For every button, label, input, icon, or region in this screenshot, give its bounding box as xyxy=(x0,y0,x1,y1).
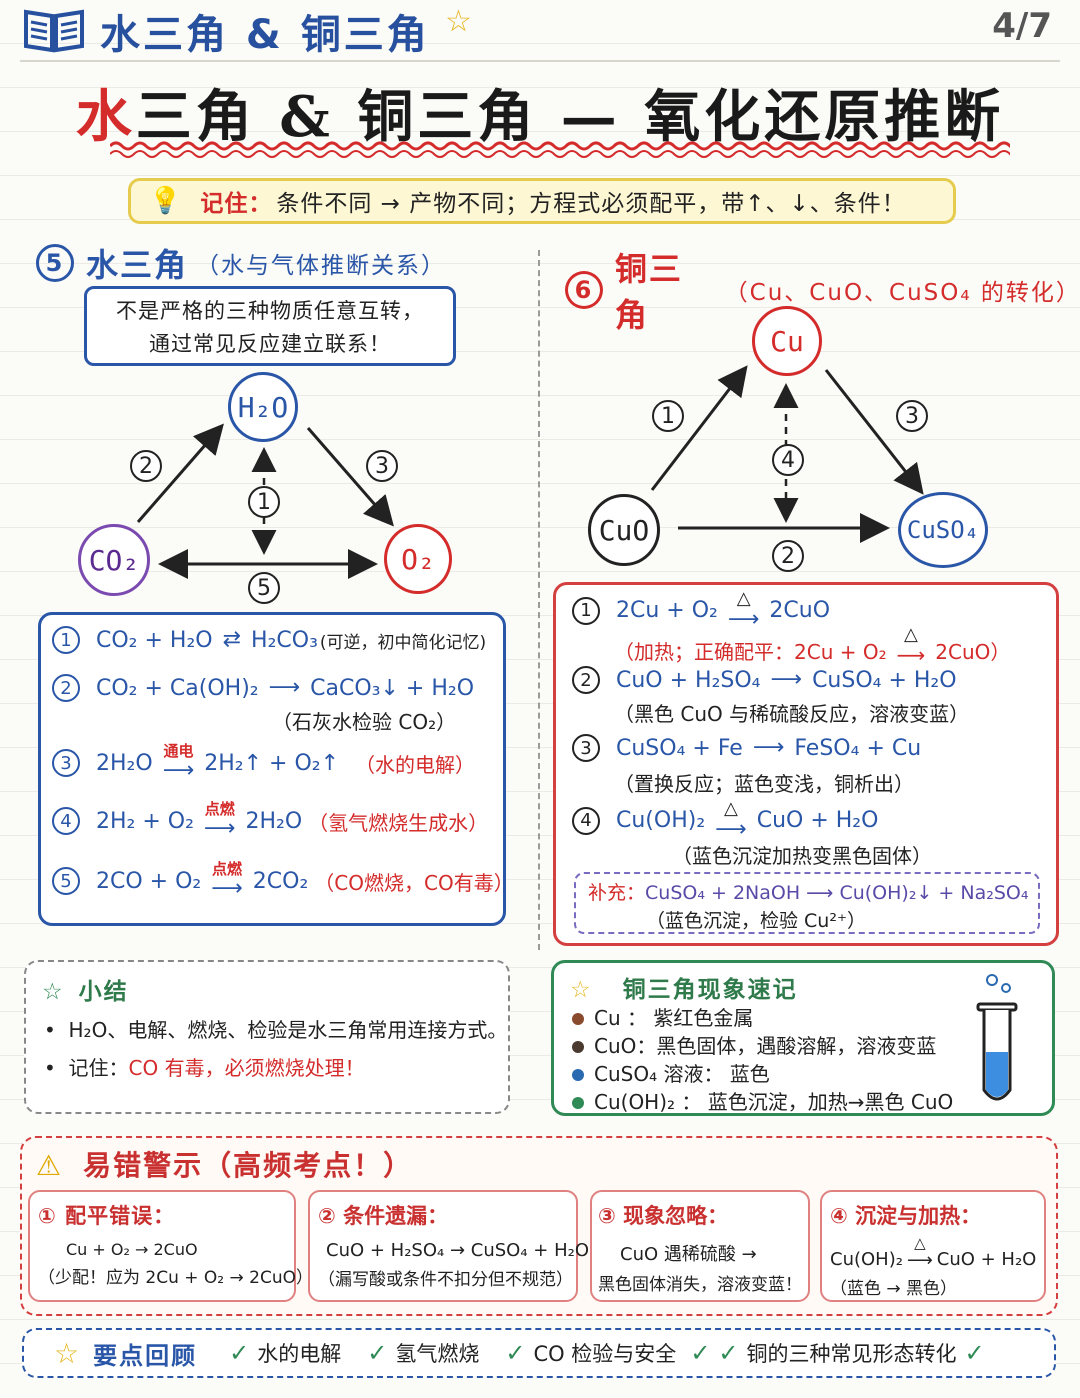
error-heading: ⚠易错警示（高频考点！） xyxy=(36,1149,414,1182)
tip-text: 条件不同 → 产物不同；方程式必须配平，带↑、↓、条件！ xyxy=(276,191,906,217)
header-title: 水三角 & 铜三角 xyxy=(100,12,430,58)
error-card-4 xyxy=(820,1190,1046,1302)
water-triangle-arrows xyxy=(136,423,394,579)
water-note: 不是严格的三种物质任意互转， 通过常见反应建立联系！ xyxy=(84,286,456,366)
copper-equations-box xyxy=(553,582,1059,946)
phenomena-panel xyxy=(551,960,1055,1116)
check-icon: ✓ xyxy=(505,1339,526,1367)
book-icon xyxy=(24,9,84,53)
water-label-3: 3 xyxy=(366,450,398,482)
cu-node: Cu xyxy=(752,306,822,376)
page-title: 水三角 & 铜三角 — 氧化还原推断 xyxy=(75,84,1005,150)
phenomena-item: Cu ： 紫红色金属 xyxy=(572,1002,953,1030)
copper-eq-2-note: （黑色 CuO 与稀硫酸反应，溶液变蓝） xyxy=(614,702,970,726)
check-icon: ✓ xyxy=(229,1339,250,1367)
check-icon: ✓ xyxy=(690,1339,711,1367)
copper-triangle-arrows xyxy=(650,365,924,543)
error-card-3 xyxy=(590,1190,810,1302)
water-label-5: 5 xyxy=(248,572,280,604)
water-eq-2-note: （石灰水检验 CO₂） xyxy=(272,710,457,734)
phenomena-item: CuO：黑色固体，遇酸溶解，溶液变蓝 xyxy=(572,1030,953,1058)
phenomena-item: Cu(OH)₂ ： 蓝色沉淀，加热→黑色 CuO xyxy=(572,1086,953,1114)
star-icon: ☆ xyxy=(570,977,593,1003)
summary-item-1: • H₂O、电解、燃烧、检验是水三角常用连接方式。 xyxy=(44,1018,508,1042)
phenomena-item: CuSO₄ 溶液： 蓝色 xyxy=(572,1058,953,1086)
star-icon: ☆ xyxy=(42,979,65,1005)
supplement-equation: 补充：CuSO₄ + 2NaOH ⟶ Cu(OH)₂↓ + Na₂SO₄ xyxy=(588,882,1029,904)
check-icon: ✓ xyxy=(964,1339,985,1367)
error-card-3-content: ③ 现象忽略： CuO 遇稀硫酸 → 黑色固体消失，溶液变蓝！ xyxy=(598,1204,802,1295)
water-equations-box xyxy=(38,612,506,926)
tip-keyword: 记住： xyxy=(200,191,273,217)
copper-eq-4-note: （蓝色沉淀加热变黑色固体） xyxy=(672,844,932,868)
lightbulb-icon: 💡 xyxy=(149,186,183,216)
check-icon: ✓ xyxy=(718,1339,739,1367)
copper-label-3: 3 xyxy=(896,400,928,432)
cuso4-node: CuSO₄ xyxy=(898,492,988,568)
summary-item-2: • 记住：CO 有毒，必须燃烧处理！ xyxy=(44,1056,365,1080)
warning-icon: ⚠ xyxy=(36,1149,64,1182)
copper-label-2: 2 xyxy=(772,540,804,572)
summary-heading: ☆小结 xyxy=(42,979,129,1005)
supplement-box xyxy=(574,872,1040,934)
o2-node: O₂ xyxy=(384,524,452,594)
error-card-2 xyxy=(308,1190,578,1302)
copper-eq-1-note: （加热；正确配平：2Cu + O₂△⟶2CuO） xyxy=(614,624,1011,667)
tip-banner: 💡 记住： 条件不同 → 产物不同；方程式必须配平，带↑、↓、条件！ xyxy=(128,178,956,224)
phenomena-heading: ☆铜三角现象速记 xyxy=(570,977,798,1003)
star-icon: ☆ xyxy=(445,4,472,39)
column-divider xyxy=(538,250,540,950)
error-card-2-content: ② 条件遗漏： CuO + H₂SO₄ → CuSO₄ + H₂O （漏写酸或条… xyxy=(318,1204,589,1290)
co2-node: CO₂ xyxy=(78,524,150,596)
copper-label-4: 4 xyxy=(772,444,804,476)
water-label-2: 2 xyxy=(130,450,162,482)
h2o-node: H₂O xyxy=(228,372,298,442)
star-icon: ☆ xyxy=(54,1336,80,1370)
water-label-1: 1 xyxy=(248,486,280,518)
copper-label-1: 1 xyxy=(652,400,684,432)
key-points-review: ☆ 要点回顾 ✓水的电解 ✓氢气燃烧 ✓CO 检验与安全 ✓✓铜的三种常见形态转… xyxy=(22,1328,1056,1378)
test-tube-icon xyxy=(976,974,1018,1101)
header-divider xyxy=(20,60,1060,62)
wavy-underline xyxy=(110,141,1010,158)
page-indicator: 4/7 xyxy=(992,6,1052,46)
cuo-node: CuO xyxy=(588,494,660,566)
error-card-4-content: ④ 沉淀与加热： Cu(OH)₂△⟶CuO + H₂O （蓝色 → 黑色） xyxy=(830,1204,1037,1299)
copper-eq-3-note: （置换反应；蓝色变浅，铜析出） xyxy=(614,772,914,796)
supplement-note: （蓝色沉淀，检验 Cu²⁺） xyxy=(646,910,866,932)
summary-panel xyxy=(24,960,510,1114)
error-card-1-content: ① 配平错误： Cu + O₂ → 2CuO （少配！应为 2Cu + O₂ →… xyxy=(38,1204,314,1288)
check-icon: ✓ xyxy=(367,1339,388,1367)
phenomena-list: Cu ： 紫红色金属 CuO：黑色固体，遇酸溶解，溶液变蓝 CuSO₄ 溶液： … xyxy=(572,1002,953,1114)
error-card-1 xyxy=(28,1190,296,1302)
